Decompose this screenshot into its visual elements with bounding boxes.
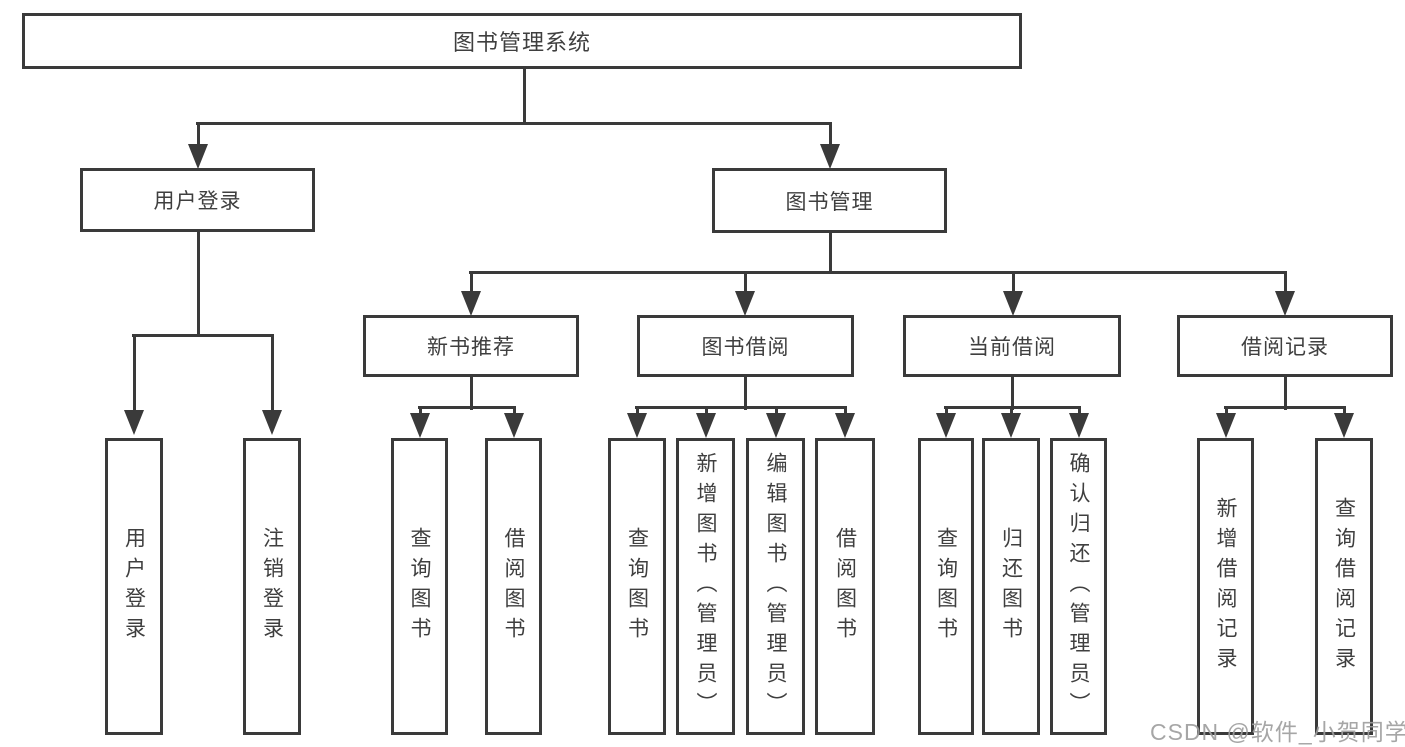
connector-line xyxy=(945,406,948,416)
node-new-book-recommendation: 新书推荐 xyxy=(363,315,579,377)
connector-line xyxy=(132,334,274,337)
connector-line xyxy=(197,231,200,336)
connector-line xyxy=(271,336,274,412)
connector-line xyxy=(1225,406,1228,416)
leaf-query-borrow-record: 查询借阅记录 xyxy=(1315,438,1373,735)
connector-line xyxy=(1010,406,1013,416)
connector-line xyxy=(513,406,516,416)
leaf-user-login: 用户登录 xyxy=(105,438,163,735)
connector-arrow-down xyxy=(1069,413,1089,438)
connector-arrow-down xyxy=(124,410,144,435)
connector-arrow-down xyxy=(1003,291,1023,316)
leaf-edit-books-admin: 编辑图书（管理员） xyxy=(746,438,805,735)
connector-line xyxy=(1284,375,1287,410)
connector-line xyxy=(419,406,422,416)
connector-line xyxy=(1078,406,1081,416)
node-book-management: 图书管理 xyxy=(712,168,947,233)
connector-line xyxy=(744,273,747,293)
node-library-management-system: 图书管理系统 xyxy=(22,13,1022,69)
connector-line xyxy=(829,231,832,273)
leaf-borrow-books-recommend: 借阅图书 xyxy=(485,438,542,735)
leaf-confirm-return-admin: 确认归还（管理员） xyxy=(1050,438,1107,735)
connector-line xyxy=(636,406,639,416)
connector-line xyxy=(523,69,526,125)
connector-line xyxy=(418,406,516,409)
connector-arrow-down xyxy=(820,144,840,169)
leaf-logout: 注销登录 xyxy=(243,438,301,735)
connector-line xyxy=(744,375,747,410)
connector-arrow-down xyxy=(627,413,647,438)
node-book-borrowing: 图书借阅 xyxy=(637,315,854,377)
connector-line xyxy=(196,122,832,125)
connector-line xyxy=(1011,375,1014,410)
leaf-query-books-borrowing: 查询图书 xyxy=(608,438,666,735)
connector-line xyxy=(1012,273,1015,293)
connector-arrow-down xyxy=(835,413,855,438)
leaf-query-books-current: 查询图书 xyxy=(918,438,974,735)
connector-arrow-down xyxy=(766,413,786,438)
node-borrowing-records: 借阅记录 xyxy=(1177,315,1393,377)
connector-line xyxy=(197,124,200,146)
connector-line xyxy=(1224,406,1346,409)
connector-arrow-down xyxy=(262,410,282,435)
connector-line xyxy=(469,271,1287,274)
connector-line xyxy=(470,273,473,293)
connector-arrow-down xyxy=(1334,413,1354,438)
connector-line xyxy=(775,406,778,416)
node-current-borrowing: 当前借阅 xyxy=(903,315,1121,377)
node-user-login: 用户登录 xyxy=(80,168,315,232)
connector-arrow-down xyxy=(1001,413,1021,438)
connector-line xyxy=(133,336,136,412)
connector-arrow-down xyxy=(410,413,430,438)
connector-line xyxy=(844,406,847,416)
connector-line xyxy=(470,375,473,410)
leaf-borrow-books: 借阅图书 xyxy=(815,438,875,735)
connector-arrow-down xyxy=(1216,413,1236,438)
connector-line xyxy=(1343,406,1346,416)
connector-arrow-down xyxy=(735,291,755,316)
connector-line xyxy=(635,406,847,409)
leaf-add-borrow-record: 新增借阅记录 xyxy=(1197,438,1254,735)
leaf-query-books-recommend: 查询图书 xyxy=(391,438,448,735)
watermark: CSDN @软件_小贺同学 xyxy=(1150,719,1405,745)
leaf-add-books-admin: 新增图书（管理员） xyxy=(676,438,735,735)
leaf-return-books: 归还图书 xyxy=(982,438,1040,735)
connector-line xyxy=(1284,273,1287,293)
connector-line xyxy=(829,124,832,146)
connector-arrow-down xyxy=(1275,291,1295,316)
connector-arrow-down xyxy=(936,413,956,438)
connector-line xyxy=(705,406,708,416)
connector-arrow-down xyxy=(461,291,481,316)
connector-arrow-down xyxy=(504,413,524,438)
connector-arrow-down xyxy=(188,144,208,169)
connector-arrow-down xyxy=(696,413,716,438)
